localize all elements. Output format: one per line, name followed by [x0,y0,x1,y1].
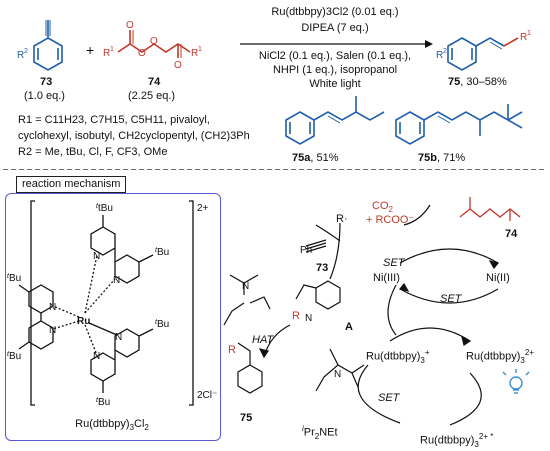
alkyne-73-mech-label: 73 [316,262,329,274]
iminium-nitrogen: N [242,281,250,292]
svg-text:O: O [138,48,146,59]
svg-text:R: R [520,32,527,43]
svg-text:R: R [191,48,198,59]
ru-cycle-left-arc [357,364,401,424]
svg-text:1: 1 [110,46,114,53]
nickel-cycle-upper-arc [399,248,499,264]
svg-text:2+: 2+ [197,203,209,214]
compound-74-label: 74 [148,76,161,88]
product-75a-structure [285,96,385,145]
nickel-iii-label: Ni(III) [373,272,400,284]
svg-text:ttBu: ttBu [96,203,113,214]
ru-plus-label: Ru(dtbbpy)3+ [366,348,430,365]
peroxide-74-mech-label: 74 [505,228,518,240]
catalyst-frame [5,193,221,441]
svg-text:tBu: tBu [7,273,21,284]
ru-cycle-top-arc [389,327,471,342]
set-label-upper: SET [383,257,405,269]
mechanism-cycle [223,197,530,426]
iminium-n-label: N [305,313,313,324]
alkyne-73-structure [33,20,63,71]
condition-catalyst: Ru(dtbbpy)3Cl2 (0.01 eq.) [271,6,399,18]
condition-nhpi: NHPI (1 eq.), isopropanol [272,64,398,76]
r2-definition: R2 = Me, tBu, Cl, F, CF3, OMe [18,146,168,158]
carboxylate-label: + RCOO⁻ [366,214,415,226]
nickel-ii-label: Ni(II) [486,272,510,284]
ru-2plus-excited-label: Ru(dtbbpy)32+ * [420,432,494,449]
svg-text:O: O [150,36,158,47]
ru-cycle-right-arc [449,372,482,426]
dipea-label: iPr2NEt [302,424,338,441]
r1-definition-line1: R1 = C11H23, C7H15, C5H11, pivaloyl, [18,114,210,126]
product-r-label: R [228,344,236,356]
svg-text:tBu: tBu [155,319,169,330]
set-label-ru: SET [378,392,400,404]
co2-label: CO2 [372,200,393,215]
svg-text:N: N [93,251,100,262]
product-75-mech-label: 75 [240,412,253,424]
svg-text:tBu: tBu [7,351,21,362]
product-75-label: 75, 30–58% [448,76,507,88]
product-75b-structure [395,104,523,145]
svg-text:N: N [49,325,56,336]
radical-label: R· [336,213,348,225]
svg-text:R: R [103,48,110,59]
svg-text:N: N [49,302,56,313]
intermediate-a-label: A [345,321,353,333]
svg-text:N: N [113,275,120,286]
set-label-nickel: SET [440,293,462,305]
svg-text:2: 2 [443,48,447,55]
condition-light: White light [309,78,361,90]
svg-text:N: N [93,351,100,362]
plus-sign: + [86,42,95,58]
catalyst-structure: ttBu tBu tBu tBu tBu tBu Ru N N N N N N … [7,200,217,408]
example-75a-label: 75a, 51% [292,152,339,164]
compound-73-label: 73 [40,76,53,88]
svg-text:N: N [115,332,122,343]
nickel-cycle-lower-arc [399,288,499,304]
svg-text:R: R [17,50,24,61]
radical-r-label: R [292,310,300,322]
product-75-structure [447,37,519,71]
phenyl-label: Ph [300,245,313,256]
svg-text:tBu: tBu [155,247,169,258]
example-75b-label: 75b, 71% [418,152,466,164]
condition-nickel: NiCl2 (0.1 eq.), Salen (0.1 eq.), [258,50,412,62]
peroxide-74-structure [117,30,191,58]
ru-2plus-label: Ru(dtbbpy)32+ [466,348,534,365]
svg-text:2: 2 [24,48,28,55]
svg-text:O: O [126,20,134,31]
hat-label: HAT [252,334,274,346]
svg-text:R: R [436,50,443,61]
svg-text:O: O [174,60,182,71]
svg-text:1: 1 [527,30,531,37]
svg-text:tBu: tBu [96,397,110,408]
r1-definition-line2: cyclohexyl, isobutyl, CH2cyclopentyl, (C… [18,130,250,142]
svg-text:Ru: Ru [77,316,90,327]
svg-text:1: 1 [198,46,202,53]
mechanism-title: reaction mechanism [16,176,127,193]
dipea-radical-n: N [334,369,342,380]
compound-74-equiv: (2.25 eq.) [128,90,176,102]
light-bulb-icon [502,369,530,394]
condition-base: DIPEA (7 eq.) [301,22,369,34]
svg-text:2Cl⁻: 2Cl⁻ [197,390,217,401]
compound-73-equiv: (1.0 eq.) [24,90,65,102]
catalyst-name: Ru(dtbbpy)3Cl2 [75,418,149,433]
